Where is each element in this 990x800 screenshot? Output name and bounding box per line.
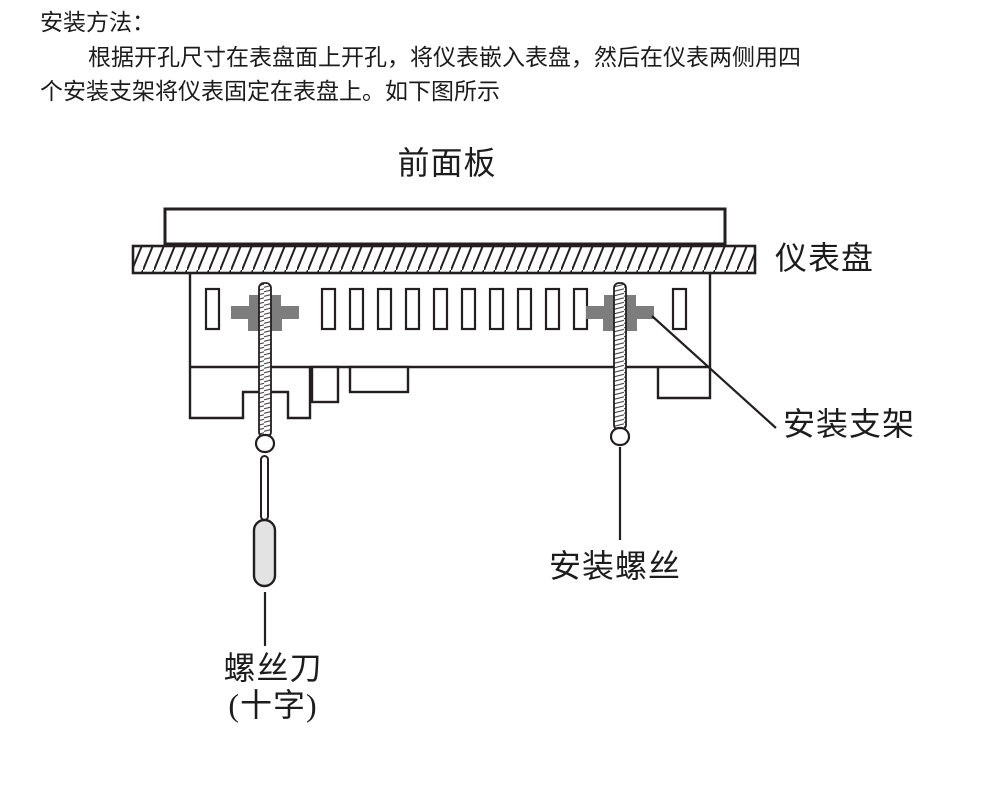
mounting-screw-right [609, 282, 631, 447]
label-screwdriver-type: (十字) [228, 687, 318, 723]
screwdriver [252, 455, 277, 588]
label-instrument-panel: 仪表盘 [775, 240, 875, 276]
label-screwdriver: 螺丝刀 [223, 650, 323, 686]
screwdriver-handle [252, 518, 277, 588]
label-mounting-screw: 安装螺丝 [549, 548, 682, 584]
instrument-panel-cross-section [131, 244, 757, 275]
screwdriver-shaft [260, 455, 269, 521]
screw-head [254, 433, 276, 454]
mounting-screw-left [254, 282, 276, 454]
leader-lines [263, 315, 777, 646]
screw-shaft [258, 282, 272, 438]
screw-shaft [613, 282, 627, 431]
label-mounting-bracket: 安装支架 [783, 406, 916, 442]
instruction-paragraph-line2: 个安装支架将仪表固定在表盘上。如下图所示 [40, 79, 500, 104]
screw-head [609, 426, 631, 447]
case-bottom-tab [310, 365, 340, 404]
label-front-panel: 前面板 [397, 145, 497, 181]
bracket-leader-line [651, 315, 777, 429]
case-bottom-tab [348, 365, 410, 394]
front-panel [163, 207, 727, 246]
instruction-paragraph-line1: 根据开孔尺寸在表盘面上开孔，将仪表嵌入表盘，然后在仪表两侧用四 [88, 45, 801, 70]
vent-slots [204, 287, 688, 331]
section-heading: 安装方法： [40, 10, 155, 35]
